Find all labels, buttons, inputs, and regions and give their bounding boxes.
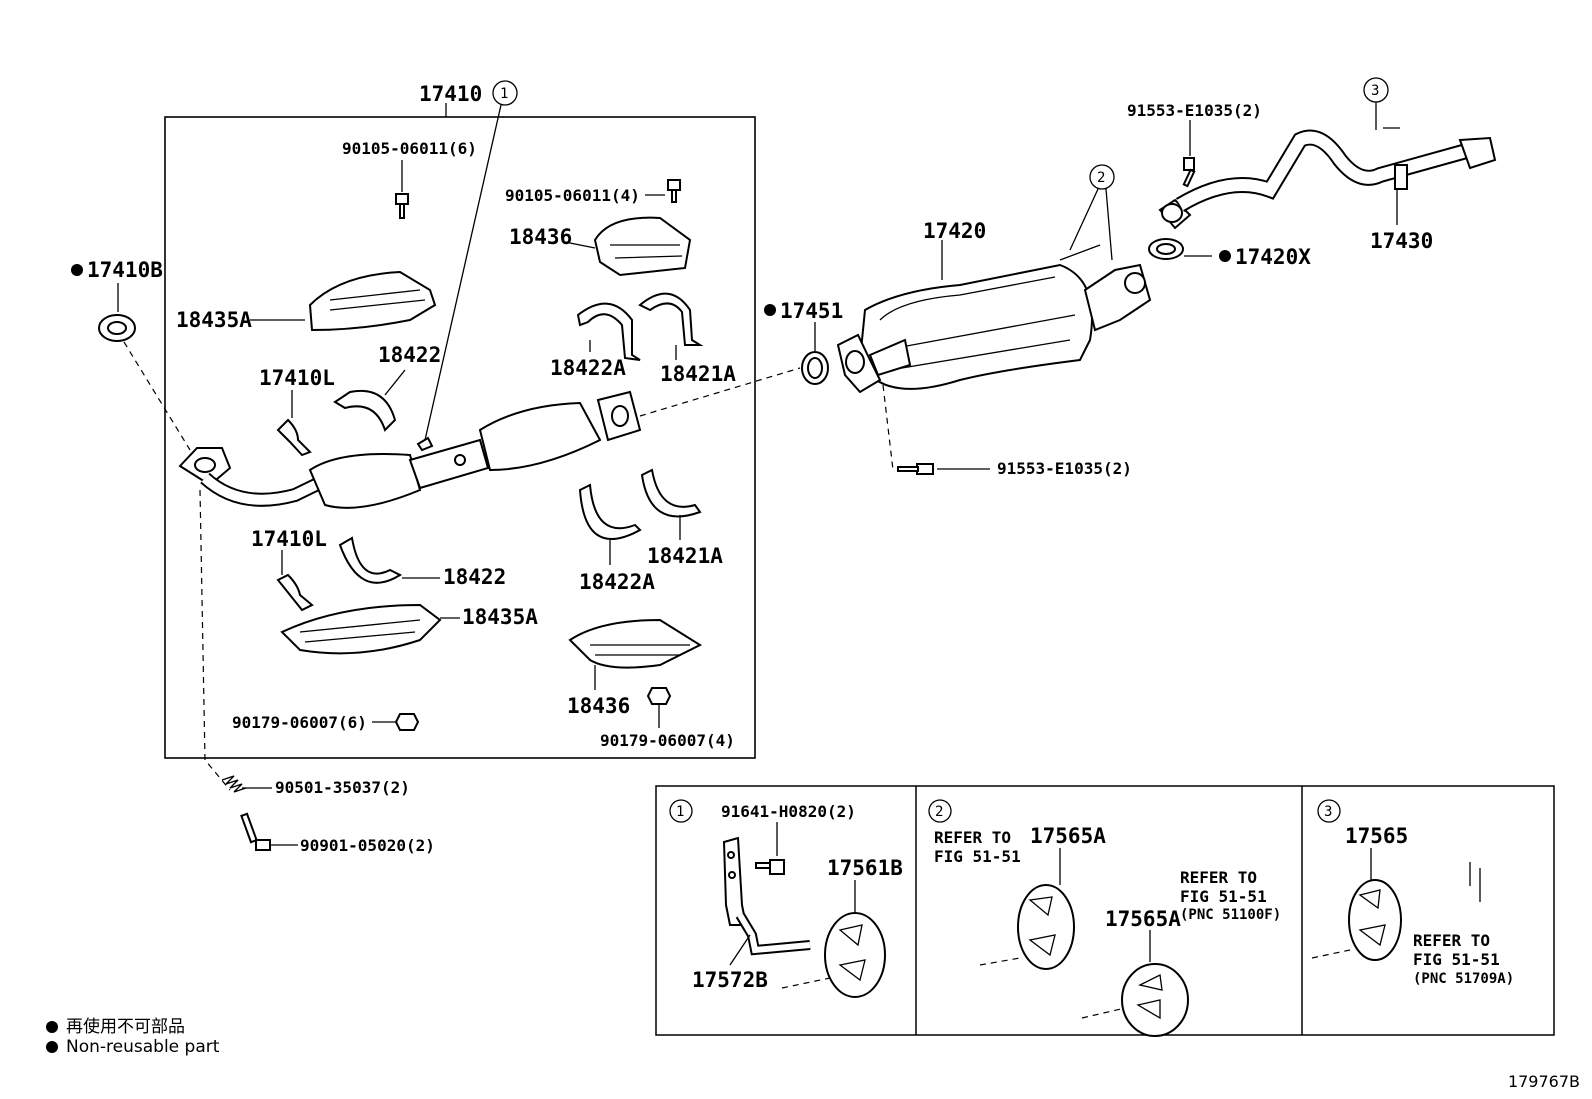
- nut-90179-4: [646, 687, 672, 705]
- label-17430: 17430: [1370, 229, 1433, 253]
- label-17410L-top: 17410L: [259, 366, 335, 390]
- label-18421A-top: 18421A: [660, 362, 736, 386]
- label-17420: 17420: [923, 219, 986, 243]
- heat-insulator-18435A-top: [308, 270, 437, 332]
- inset-3-number-circle: [1317, 799, 1341, 823]
- label-18436-top: 18436: [509, 225, 572, 249]
- inset-2-refer-a-line2: FIG 51-51: [934, 847, 1021, 866]
- inset-3-refer-line2: FIG 51-51: [1413, 950, 1500, 969]
- front-pipe-assembly: [178, 390, 642, 509]
- label-90105-06011-6: 90105-06011(6): [342, 139, 477, 158]
- label-90179-06007-6: 90179-06007(6): [232, 713, 367, 732]
- inset-2-refer-b-line2: FIG 51-51: [1180, 887, 1267, 906]
- legend-japanese: 再使用不可部品: [46, 1012, 185, 1037]
- inset-2-refer-b-line1: REFER TO: [1180, 868, 1257, 887]
- heat-insulator-18436-bottom: [568, 618, 703, 669]
- bracket-17410L-bottom: [276, 573, 314, 612]
- label-17410B: 17410B: [87, 258, 163, 282]
- label-91553-E1035-top: 91553-E1035(2): [1127, 101, 1262, 120]
- label-17572B: 17572B: [692, 968, 768, 992]
- figure-code: 179767B: [1507, 1072, 1580, 1091]
- label-90901-05020: 90901-05020(2): [300, 836, 435, 855]
- inset-3-number: 3: [1324, 804, 1332, 820]
- bracket-18421A-bottom: [640, 468, 702, 518]
- bolt-91553-mid: [897, 463, 934, 475]
- bracket-18421A-top: [638, 292, 704, 346]
- legend-english-text: Non-reusable part: [66, 1037, 220, 1057]
- label-18435A-bottom: 18435A: [462, 605, 538, 629]
- legend-dot-icon: [46, 1041, 58, 1053]
- label-18422-top: 18422: [378, 343, 441, 367]
- label-17565A-top: 17565A: [1030, 824, 1106, 848]
- bracket-17572B: [722, 836, 811, 956]
- spring-90501: [221, 775, 247, 793]
- label-18422A-bottom: 18422A: [579, 570, 655, 594]
- bracket-17410L-top: [276, 418, 312, 457]
- label-90179-06007-4: 90179-06007(4): [600, 731, 735, 750]
- inset-panels: [655, 785, 1555, 1036]
- label-17410L-bottom: 17410L: [251, 527, 327, 551]
- nut-90179-6: [394, 713, 420, 731]
- label-18435A-top: 18435A: [176, 308, 252, 332]
- legend-japanese-text: 再使用不可部品: [66, 1017, 185, 1037]
- callout-3-number: 3: [1371, 83, 1379, 99]
- inset-2-refer-a-line1: REFER TO: [934, 828, 1011, 847]
- muffler-17420: [836, 244, 1152, 394]
- callout-1-circle: [492, 80, 518, 106]
- label-18422-bottom: 18422: [443, 565, 506, 589]
- inset-2-refer-b-line3: (PNC 51100F): [1180, 907, 1281, 923]
- legend-english: Non-reusable part: [46, 1037, 219, 1057]
- bolt-90105-6: [395, 193, 409, 219]
- heat-insulator-18435A-bottom: [280, 603, 442, 655]
- callout-2-number: 2: [1097, 170, 1105, 186]
- bolt-90901: [240, 812, 271, 851]
- bracket-18422-bottom: [338, 536, 403, 584]
- inset-2-number-circle: [928, 799, 952, 823]
- callout-1-number: 1: [500, 86, 508, 102]
- inset-1-number: 1: [676, 804, 684, 820]
- heat-insulator-18436-top: [593, 216, 692, 277]
- label-18421A-bottom: 18421A: [647, 544, 723, 568]
- inset-3-refer-line1: REFER TO: [1413, 931, 1490, 950]
- bolt-91641: [755, 859, 785, 875]
- label-17410: 17410: [419, 82, 482, 106]
- bracket-18422-top: [333, 389, 397, 432]
- hanger-17565A-bottom: [1121, 963, 1189, 1037]
- bolt-91553-top: [1182, 157, 1196, 188]
- label-17451: 17451: [780, 299, 843, 323]
- label-18436-bottom: 18436: [567, 694, 630, 718]
- label-17565: 17565: [1345, 824, 1408, 848]
- label-90501-35037: 90501-35037(2): [275, 778, 410, 797]
- tail-pipe-17430: [1158, 127, 1497, 230]
- hanger-17565: [1348, 879, 1402, 961]
- inset-1-number-circle: [669, 799, 693, 823]
- hanger-17561B: [824, 912, 886, 998]
- label-18422A-top: 18422A: [550, 356, 626, 380]
- label-17420X: 17420X: [1235, 245, 1311, 269]
- bolt-90105-4: [667, 179, 681, 203]
- label-17561B: 17561B: [827, 856, 903, 880]
- inset-2-number: 2: [935, 804, 943, 820]
- assembly-17410-box: [164, 116, 756, 759]
- bracket-18422A-top: [576, 302, 641, 361]
- label-90105-06011-4: 90105-06011(4): [505, 186, 640, 205]
- bracket-18422A-bottom: [578, 483, 642, 540]
- label-91553-E1035-mid: 91553-E1035(2): [997, 459, 1132, 478]
- inset-3-refer-line3: (PNC 51709A): [1413, 971, 1514, 987]
- hanger-17565A-top: [1017, 884, 1075, 970]
- label-91641-H0820: 91641-H0820(2): [721, 802, 856, 821]
- callout-2-circle: [1089, 164, 1115, 190]
- label-17565A-bottom: 17565A: [1105, 907, 1181, 931]
- legend-dot-icon: [46, 1021, 58, 1033]
